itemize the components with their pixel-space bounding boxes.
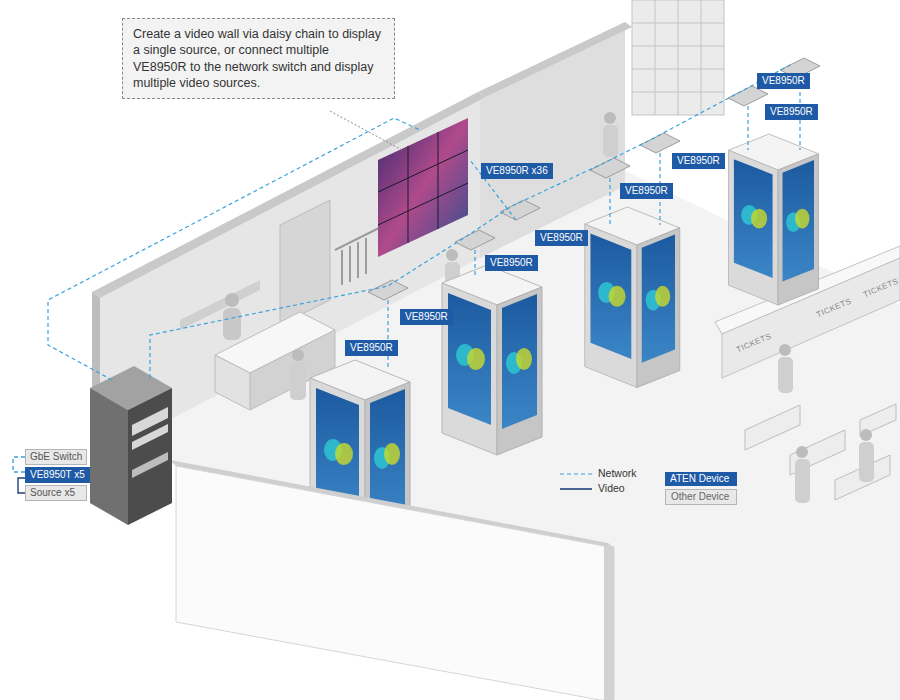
node-text: VE8950R bbox=[540, 232, 583, 244]
shelf bbox=[180, 280, 260, 330]
device-label: VE8950T x5 bbox=[25, 467, 90, 483]
clothes-rail bbox=[335, 225, 385, 285]
gate bbox=[745, 405, 800, 450]
receiver bbox=[368, 280, 408, 300]
network-line bbox=[150, 64, 792, 378]
kiosk-tower bbox=[442, 265, 542, 455]
node-text: GbE Switch bbox=[30, 451, 82, 463]
device-label: VE8950R x36 bbox=[481, 163, 553, 179]
node-text: VE8950R bbox=[677, 155, 720, 167]
node-text: Source x5 bbox=[30, 487, 82, 499]
callout-box: Create a video wall via daisy chain to d… bbox=[122, 18, 395, 99]
legend-text: Video bbox=[598, 482, 625, 494]
device-label: VE8950R bbox=[400, 309, 453, 325]
person bbox=[859, 442, 874, 482]
legend-text: Network bbox=[598, 467, 637, 479]
node-text: VE8950R bbox=[490, 257, 533, 269]
person bbox=[292, 349, 304, 361]
wall-top bbox=[478, 22, 632, 97]
sign-text: TICKETS bbox=[862, 276, 900, 299]
network-drop bbox=[609, 178, 610, 225]
legend-text: ATEN Device bbox=[670, 473, 732, 485]
sign-text: TICKETS bbox=[735, 331, 773, 354]
receiver bbox=[590, 158, 630, 178]
node-text: VE8950R bbox=[625, 185, 668, 197]
device-label: VE8950R bbox=[765, 104, 818, 120]
device-label: VE8950R bbox=[620, 183, 673, 199]
kiosk-tower bbox=[729, 134, 819, 305]
rack-device bbox=[132, 452, 168, 478]
device-label: VE8950R bbox=[345, 340, 398, 356]
device-label: VE8950R bbox=[485, 255, 538, 271]
shelving bbox=[632, 0, 724, 115]
person bbox=[795, 459, 810, 503]
person bbox=[290, 362, 306, 400]
device-label: VE8950R bbox=[672, 153, 725, 169]
node-text: Create a video wall via daisy chain to d… bbox=[133, 26, 384, 91]
video-wall bbox=[378, 118, 468, 257]
connector bbox=[18, 478, 25, 493]
person bbox=[779, 344, 791, 356]
person bbox=[603, 125, 618, 157]
node-text: VE8950T x5 bbox=[30, 469, 85, 481]
node-text: VE8950R x36 bbox=[486, 165, 548, 177]
node-text: VE8950R bbox=[762, 75, 805, 87]
network-drop bbox=[747, 106, 748, 150]
legend-text: Other Device bbox=[671, 491, 731, 503]
legend-swatch: Other Device bbox=[665, 489, 737, 505]
sign-text: TICKETS bbox=[815, 296, 853, 319]
kiosk-tower bbox=[585, 207, 680, 388]
person bbox=[446, 249, 458, 261]
legend-line bbox=[560, 473, 592, 474]
node-text: VE8950R bbox=[350, 342, 393, 354]
receiver bbox=[728, 86, 768, 106]
video-wall-grid bbox=[378, 132, 468, 243]
counter bbox=[215, 355, 250, 410]
network-drop bbox=[387, 300, 388, 368]
rack-device bbox=[132, 424, 168, 450]
gates bbox=[745, 404, 896, 500]
device-label: GbE Switch bbox=[25, 449, 87, 465]
network-drop bbox=[474, 250, 475, 275]
shelving bbox=[632, 0, 724, 115]
person bbox=[778, 357, 793, 393]
receiver bbox=[640, 133, 680, 153]
rack bbox=[128, 388, 172, 525]
rack bbox=[90, 388, 128, 525]
device-label: Source x5 bbox=[25, 485, 87, 501]
network-line bbox=[48, 118, 420, 380]
legend-swatch: ATEN Device bbox=[665, 472, 737, 486]
person bbox=[223, 308, 241, 340]
connector bbox=[13, 457, 25, 472]
callout-pointer bbox=[330, 111, 402, 150]
person bbox=[796, 446, 808, 458]
receiver bbox=[500, 200, 540, 220]
node-text: VE8950R bbox=[405, 311, 448, 323]
legend-line bbox=[560, 488, 592, 490]
front-wall bbox=[176, 466, 614, 700]
person bbox=[860, 429, 872, 441]
wall-end bbox=[604, 546, 614, 700]
node-text: VE8950R bbox=[770, 106, 813, 118]
device-label: VE8950R bbox=[757, 73, 810, 89]
person bbox=[225, 293, 239, 307]
device-label: VE8950R bbox=[535, 230, 588, 246]
person bbox=[604, 112, 616, 124]
